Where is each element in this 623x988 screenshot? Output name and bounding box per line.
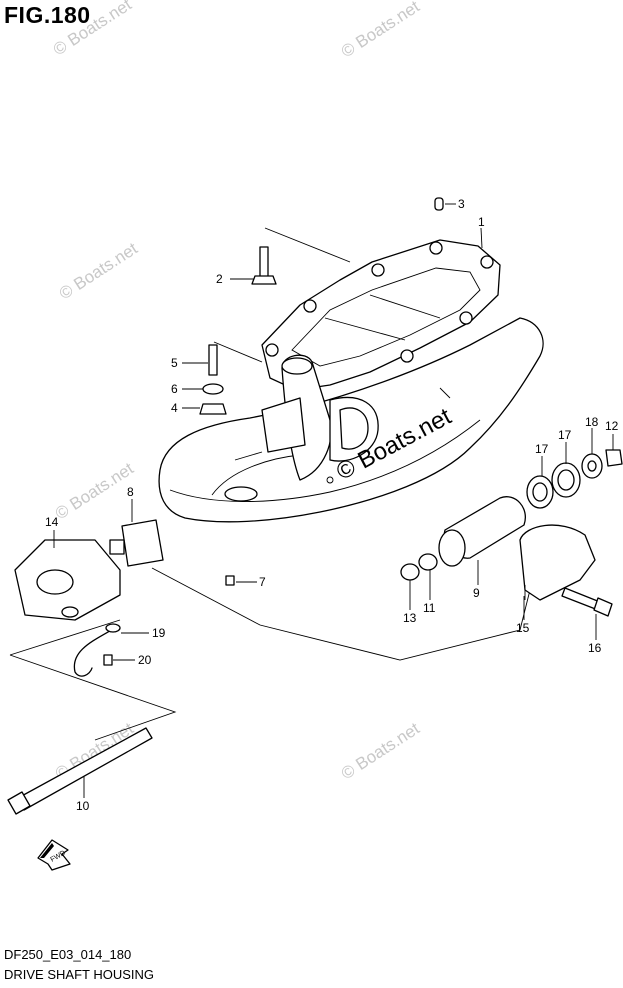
leader-lines (53, 203, 614, 798)
callout-5: 5 (171, 356, 178, 370)
callout-15: 15 (516, 621, 530, 635)
watermark: © Boats.net (338, 719, 423, 784)
guide-lines (9, 227, 531, 741)
callout-13: 13 (403, 611, 417, 625)
callout-16: 16 (588, 641, 602, 655)
drive-shaft-housing-drawing (158, 239, 544, 523)
small-parts (7, 197, 623, 815)
figure-title: FIG.180 (4, 2, 91, 28)
callout-18: 18 (585, 415, 599, 429)
callout-14: 14 (45, 515, 59, 529)
callout-17a: 17 (535, 442, 549, 456)
callout-7: 7 (259, 575, 266, 589)
watermark: © Boats.net (338, 0, 423, 61)
callout-1: 1 (478, 215, 485, 229)
callout-2: 2 (216, 272, 223, 286)
callout-3: 3 (458, 197, 465, 211)
callout-8: 8 (127, 485, 134, 499)
drawing-code: DF250_E03_014_180 (4, 947, 132, 962)
callout-20: 20 (138, 653, 152, 667)
fwd-arrow: FWD (37, 839, 71, 871)
watermark: © Boats.net (56, 239, 141, 304)
callout-10: 10 (76, 799, 90, 813)
figure-caption: DRIVE SHAFT HOUSING (4, 967, 155, 982)
watermark: © Boats.net (50, 0, 135, 59)
callout-9: 9 (473, 586, 480, 600)
callout-11: 11 (423, 601, 436, 615)
watermark: © Boats.net (52, 459, 137, 524)
callout-6: 6 (171, 382, 178, 396)
callout-4: 4 (171, 401, 178, 415)
callout-19: 19 (152, 626, 166, 640)
callout-17b: 17 (558, 428, 572, 442)
part-callouts: 3 1 2 5 6 4 12 18 17 17 8 14 7 9 13 11 1… (45, 197, 619, 813)
callout-12: 12 (605, 419, 619, 433)
